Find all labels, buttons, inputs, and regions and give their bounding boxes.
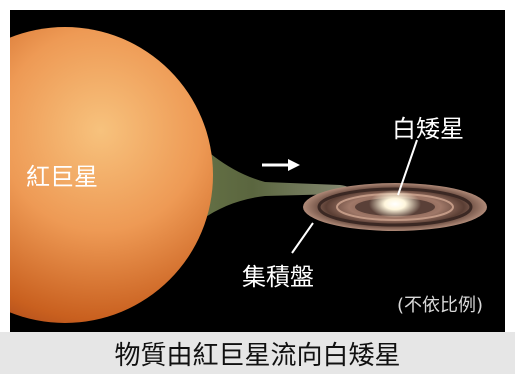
- figure-caption: 物質由紅巨星流向白矮星: [0, 332, 515, 374]
- flow-arrow: [262, 159, 300, 171]
- binary-star-diagram: 紅巨星 白矮星 集積盤 (不依比例): [10, 10, 505, 332]
- accretion-disk-pointer: [292, 223, 313, 253]
- not-to-scale-note: (不依比例): [397, 291, 483, 317]
- red-giant-label: 紅巨星: [26, 157, 98, 192]
- accretion-disk-label: 集積盤: [242, 257, 314, 292]
- white-dwarf-label: 白矮星: [392, 109, 464, 144]
- white-dwarf-star: [369, 190, 421, 218]
